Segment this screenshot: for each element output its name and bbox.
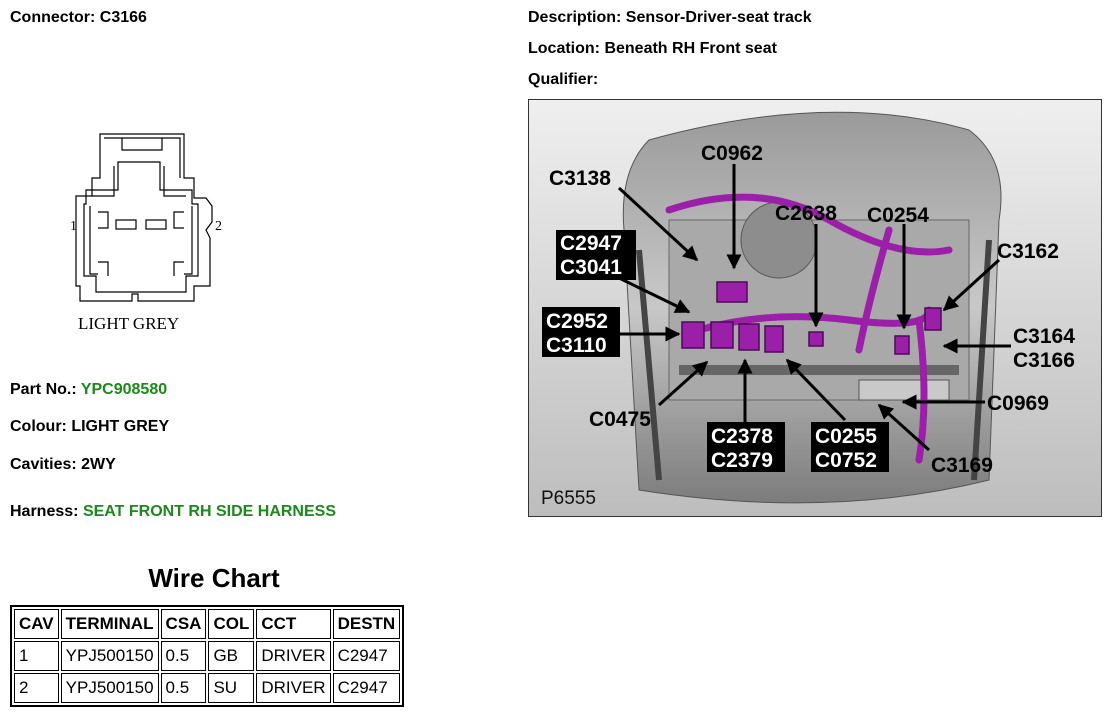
col-header-col: COL — [208, 609, 255, 639]
connector-label: Connector: — [10, 9, 96, 26]
cell-destn: C2947 — [332, 641, 401, 671]
location-value: Beneath RH Front seat — [604, 40, 777, 57]
callout-c2947: C2947 — [560, 232, 622, 255]
wire-chart-header-row: CAV TERMINAL CSA COL CCT DESTN — [14, 609, 401, 639]
harness-line: Harness: SEAT FRONT RH SIDE HARNESS — [10, 503, 336, 521]
harness-link[interactable]: SEAT FRONT RH SIDE HARNESS — [82, 503, 336, 520]
location-photo: C0962 C3138 C2638 C0254 C2947 C3041 C316… — [528, 99, 1102, 517]
col-header-csa: CSA — [160, 609, 207, 639]
callout-c2952: C2952 — [546, 310, 608, 333]
col-header-terminal: TERMINAL — [60, 609, 159, 639]
pin-2-label: 2 — [215, 219, 222, 234]
col-header-destn: DESTN — [332, 609, 401, 639]
cell-cav: 2 — [14, 673, 59, 703]
cavities-line: Cavities: 2WY — [10, 456, 116, 474]
location-line: Location: Beneath RH Front seat — [528, 40, 777, 58]
colour-value: LIGHT GREY — [71, 418, 170, 435]
callout-c3041: C3041 — [560, 256, 622, 279]
callout-c3166: C3166 — [1013, 349, 1075, 372]
callout-c0255: C0255 — [815, 425, 877, 448]
colour-label: Colour: — [10, 418, 67, 435]
description-line: Description: Sensor-Driver-seat track — [528, 9, 812, 27]
callout-c0969: C0969 — [987, 392, 1049, 415]
cell-cct: DRIVER — [256, 673, 331, 703]
colour-line: Colour: LIGHT GREY — [10, 418, 169, 436]
callout-c0254: C0254 — [867, 204, 929, 227]
part-no-label: Part No.: — [10, 381, 77, 398]
callout-c0962: C0962 — [701, 142, 763, 165]
harness-label: Harness: — [10, 503, 79, 520]
table-row: 1 YPJ500150 0.5 GB DRIVER C2947 — [14, 641, 401, 671]
location-label: Location: — [528, 40, 600, 57]
part-no-line: Part No.: YPC908580 — [10, 381, 167, 399]
cell-terminal: YPJ500150 — [60, 641, 159, 671]
qualifier-label: Qualifier: — [528, 71, 599, 88]
cell-cav: 1 — [14, 641, 59, 671]
callout-c3138: C3138 — [549, 167, 611, 190]
connector-value: C3166 — [99, 9, 147, 26]
cell-terminal: YPJ500150 — [60, 673, 159, 703]
photo-ref-label: P6555 — [541, 488, 596, 509]
table-row: 2 YPJ500150 0.5 SU DRIVER C2947 — [14, 673, 401, 703]
wire-chart-title: Wire Chart — [148, 563, 280, 593]
diagram-colour-text: LIGHT GREY — [78, 314, 179, 333]
callout-c3164: C3164 — [1013, 325, 1075, 348]
cell-cct: DRIVER — [256, 641, 331, 671]
callout-c2638: C2638 — [775, 202, 837, 225]
cell-col: GB — [208, 641, 255, 671]
connector-line: Connector: C3166 — [10, 9, 147, 27]
col-header-cct: CCT — [256, 609, 331, 639]
description-label: Description: — [528, 9, 622, 26]
wire-chart-table: CAV TERMINAL CSA COL CCT DESTN 1 YPJ5001… — [10, 605, 405, 707]
col-header-cav: CAV — [14, 609, 59, 639]
cell-csa: 0.5 — [160, 673, 207, 703]
connector-face-diagram: 1 2 LIGHT GREY — [70, 133, 222, 333]
callout-c0752: C0752 — [815, 449, 877, 472]
callout-c2379: C2379 — [711, 449, 773, 472]
callout-c3169: C3169 — [931, 454, 993, 477]
callout-c3162: C3162 — [997, 240, 1059, 263]
cell-csa: 0.5 — [160, 641, 207, 671]
description-value: Sensor-Driver-seat track — [625, 9, 812, 26]
callout-c0475: C0475 — [589, 408, 651, 431]
seat-underside-illustration: C0962 C3138 C2638 C0254 C2947 C3041 C316… — [529, 100, 1101, 516]
part-no-link[interactable]: YPC908580 — [80, 381, 168, 398]
cell-destn: C2947 — [332, 673, 401, 703]
cavities-value: 2WY — [81, 456, 116, 473]
qualifier-line: Qualifier: — [528, 71, 598, 89]
cell-col: SU — [208, 673, 255, 703]
cavities-label: Cavities: — [10, 456, 77, 473]
pin-1-label: 1 — [70, 219, 77, 234]
callout-c2378: C2378 — [711, 425, 773, 448]
callout-c3110: C3110 — [546, 334, 607, 357]
